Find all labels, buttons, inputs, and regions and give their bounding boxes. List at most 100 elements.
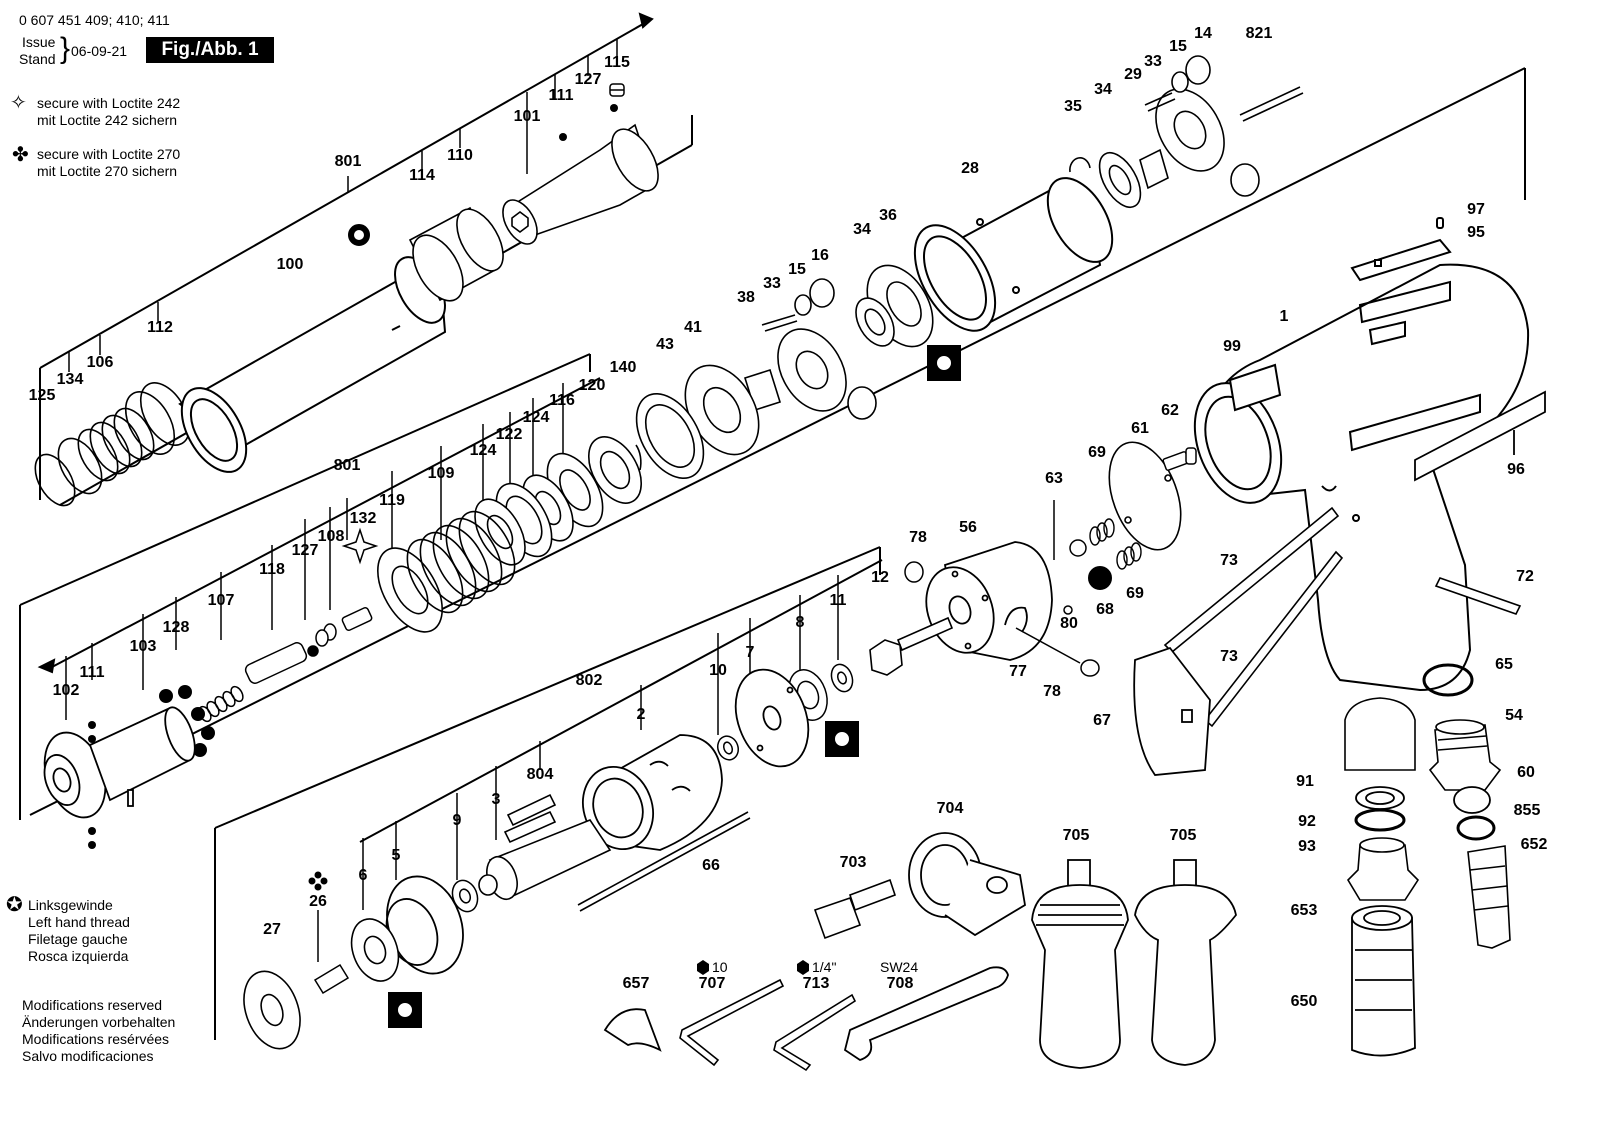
part-numbers: 0 607 451 409; 410; 411 bbox=[19, 12, 170, 28]
screw-62 bbox=[1162, 447, 1197, 471]
part-label: 106 bbox=[87, 354, 114, 371]
pins-73-72 bbox=[1163, 506, 1522, 728]
washer-11 bbox=[830, 663, 854, 693]
part-label: 63 bbox=[1045, 470, 1063, 487]
wrench-708 bbox=[843, 966, 1009, 1061]
part-label: 119 bbox=[379, 492, 405, 509]
part-label: 100 bbox=[277, 256, 304, 273]
part-label: 38 bbox=[737, 289, 755, 306]
handle-67 bbox=[1133, 646, 1211, 776]
spring-107 bbox=[198, 685, 244, 723]
bearing-41-43 bbox=[635, 364, 760, 480]
part-label: 72 bbox=[1516, 568, 1534, 585]
modifications-fr: Modifications resérvées bbox=[22, 1031, 170, 1047]
washer-34-35 bbox=[1069, 152, 1142, 208]
part-label: 1 bbox=[1280, 308, 1289, 325]
shaft-26 bbox=[313, 910, 350, 995]
cap-78-top bbox=[904, 561, 924, 583]
cylinder-2 bbox=[582, 734, 723, 851]
part-label: 92 bbox=[1298, 813, 1316, 830]
part-label: 801 bbox=[334, 457, 361, 474]
part-label: 3 bbox=[492, 791, 501, 808]
screw-703 bbox=[813, 878, 897, 940]
plug-115 bbox=[609, 83, 625, 97]
ball-68-63 bbox=[1053, 500, 1112, 615]
part-label: 118 bbox=[259, 561, 285, 578]
part-label: 107 bbox=[208, 592, 235, 609]
part-label: 110 bbox=[447, 147, 473, 164]
part-label: 124 bbox=[523, 409, 550, 426]
note-loctite242-line1: secure with Loctite 242 bbox=[37, 95, 181, 111]
ring-65 bbox=[1422, 663, 1474, 697]
part-label: 140 bbox=[610, 359, 637, 376]
part-label: 62 bbox=[1161, 402, 1179, 419]
part-label: 103 bbox=[130, 638, 157, 655]
part-label: 96 bbox=[1507, 461, 1525, 478]
part-label: 56 bbox=[959, 519, 977, 536]
brace-symbol: } bbox=[60, 32, 71, 65]
handle-705-a bbox=[1031, 859, 1129, 1069]
part-label: 125 bbox=[29, 387, 56, 404]
nipple-653 bbox=[1346, 837, 1420, 901]
loctite242-symbol bbox=[341, 527, 379, 565]
part-label: 68 bbox=[1096, 601, 1114, 618]
hex-key-707 bbox=[679, 978, 785, 1067]
part-label: 650 bbox=[1291, 993, 1318, 1010]
part-label: 2 bbox=[637, 706, 646, 723]
part-label: 801 bbox=[335, 153, 362, 170]
rotor-3-804 bbox=[478, 793, 751, 912]
part-label: 134 bbox=[57, 371, 84, 388]
part-label: 67 bbox=[1093, 712, 1111, 729]
four-point-star-icon: ✧ bbox=[10, 92, 27, 114]
part-label: 132 bbox=[350, 510, 377, 527]
part-label: 821 bbox=[1246, 25, 1273, 42]
part-label: 127 bbox=[292, 542, 319, 559]
cap-91 bbox=[1344, 697, 1416, 771]
part-label: 15 bbox=[788, 261, 806, 278]
part-label: 33 bbox=[1144, 53, 1162, 70]
clip-657 bbox=[603, 1008, 662, 1052]
part-label: 111 bbox=[549, 87, 574, 104]
part-label: 78 bbox=[1043, 683, 1061, 700]
part-label: 41 bbox=[684, 319, 702, 336]
bracket-704 bbox=[908, 832, 1026, 937]
spring-and-rings-left bbox=[34, 382, 191, 507]
part-label: 28 bbox=[961, 160, 979, 177]
balls-128 bbox=[159, 685, 215, 757]
part-label: 91 bbox=[1296, 773, 1314, 790]
balls-111 bbox=[88, 721, 96, 849]
issue-label: Issue bbox=[22, 34, 56, 50]
part-label: 6 bbox=[359, 867, 368, 884]
part-label: 34 bbox=[853, 221, 871, 238]
part-label: 652 bbox=[1521, 836, 1548, 853]
part-label: 73 bbox=[1220, 552, 1238, 569]
left-thread-de: Linksgewinde bbox=[28, 897, 113, 913]
part-label: 10 bbox=[709, 662, 727, 679]
part-label: 12 bbox=[871, 569, 889, 586]
part-label: 69 bbox=[1088, 444, 1106, 461]
part-label: 115 bbox=[604, 54, 630, 71]
shaft-12 bbox=[869, 616, 954, 676]
sw24-label: SW24 bbox=[880, 959, 918, 975]
piston-118 bbox=[244, 642, 319, 684]
hex-icons bbox=[697, 960, 809, 975]
part-label: 101 bbox=[514, 108, 541, 125]
left-thread-es: Rosca izquierda bbox=[28, 948, 129, 964]
left-thread-icon-upper bbox=[348, 224, 370, 246]
bearing-36-34 bbox=[855, 264, 934, 348]
part-label: 102 bbox=[53, 682, 80, 699]
part-label: 43 bbox=[656, 336, 674, 353]
left-thread-en: Left hand thread bbox=[28, 914, 130, 930]
ring-gear-28 bbox=[913, 177, 1114, 332]
figure-label: Fig./Abb. 1 bbox=[146, 37, 274, 63]
chuck-102-103 bbox=[43, 706, 196, 819]
spindle-101 bbox=[502, 123, 659, 245]
ring-140-120 bbox=[587, 436, 643, 504]
part-label: 122 bbox=[496, 426, 523, 443]
part-label: 114 bbox=[409, 167, 435, 184]
part-label: 35 bbox=[1064, 98, 1082, 115]
part-label: 97 bbox=[1467, 201, 1485, 218]
part-label: 802 bbox=[576, 672, 603, 689]
